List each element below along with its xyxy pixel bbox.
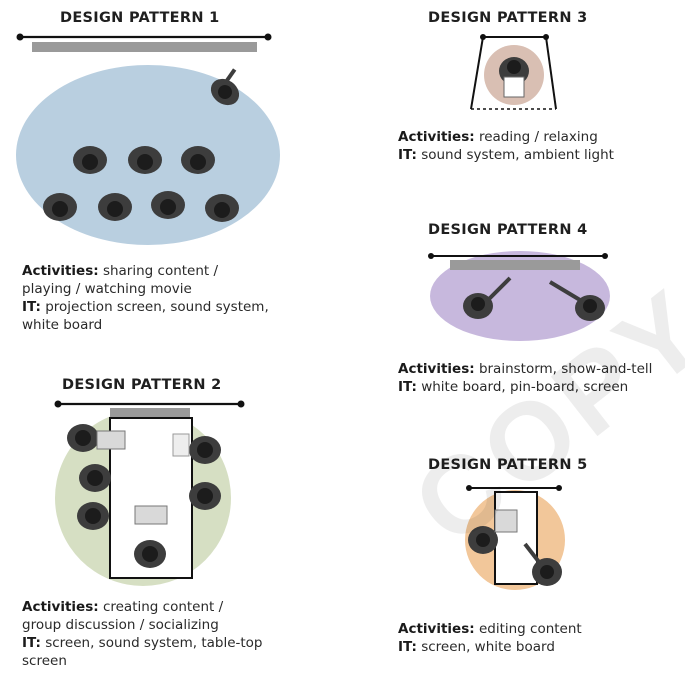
pattern-4-caption: Activities: brainstorm, show-and-tell IT… <box>398 361 653 395</box>
pattern-4-person-icon <box>463 276 512 319</box>
pattern-5-diagram <box>465 485 565 590</box>
pattern-5-person-icon <box>523 542 562 586</box>
pattern-2-person-icon <box>172 433 221 464</box>
pattern-3-diagram <box>470 34 557 110</box>
pattern-1-audience-icon <box>181 146 215 174</box>
pattern-4-title: DESIGN PATTERN 4 <box>428 222 588 238</box>
pattern-1-audience-icon <box>151 191 185 219</box>
pattern-2-person-icon <box>189 482 221 510</box>
pattern-4-person-icon <box>548 280 605 321</box>
pattern-1-diagram <box>16 33 280 245</box>
pattern-2-title: DESIGN PATTERN 2 <box>62 377 222 393</box>
pattern-2-person-icon <box>77 502 109 530</box>
pattern-1-audience-icon <box>43 193 77 221</box>
pattern-1-audience-icon <box>73 146 107 174</box>
pattern-2-person-icon <box>134 505 168 568</box>
pattern-1-audience-icon <box>205 194 239 222</box>
pattern-2-person-icon <box>79 464 111 492</box>
pattern-2-person-icon <box>67 424 126 452</box>
pattern-1-audience-icon <box>98 193 132 221</box>
pattern-5-person-icon <box>468 509 518 554</box>
pattern-3-caption: Activities: reading / relaxing IT: sound… <box>398 129 614 163</box>
pattern-2-screen <box>110 408 190 418</box>
pattern-1-presenter-icon <box>210 68 240 106</box>
pattern-5-title: DESIGN PATTERN 5 <box>428 457 588 473</box>
pattern-1-projection-screen <box>32 42 257 52</box>
pattern-4-white-board <box>450 260 580 270</box>
pattern-3-title: DESIGN PATTERN 3 <box>428 10 588 26</box>
pattern-3-person-icon <box>499 57 529 98</box>
pattern-2-diagram <box>54 400 245 586</box>
pattern-5-caption: Activities: editing content IT: screen, … <box>398 621 582 655</box>
pattern-1-title: DESIGN PATTERN 1 <box>60 10 220 26</box>
pattern-1-audience-icon <box>128 146 162 174</box>
pattern-2-caption: Activities: creating content / group dis… <box>22 599 263 669</box>
pattern-4-diagram <box>428 251 610 341</box>
pattern-1-caption: Activities: sharing content / playing / … <box>22 263 269 333</box>
